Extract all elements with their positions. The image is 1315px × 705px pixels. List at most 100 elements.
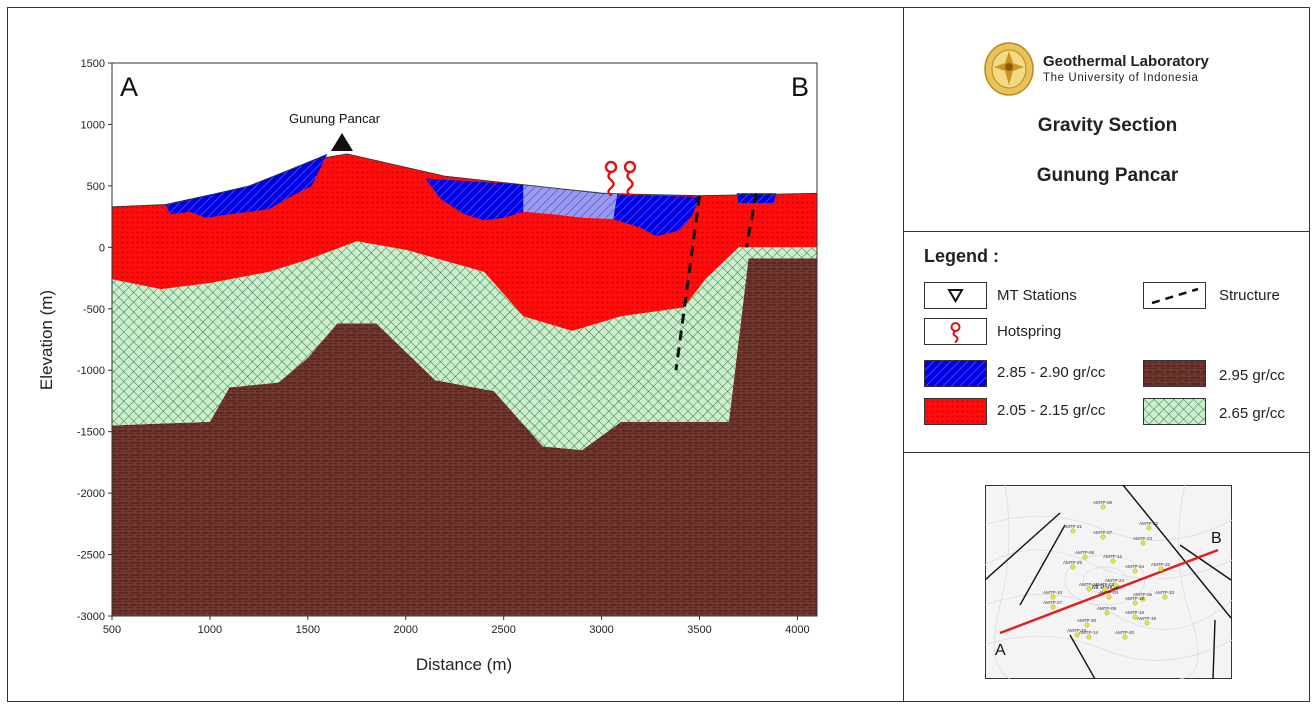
map-station-marker [1146,525,1152,531]
legend-label-mt-stations: MT Stations [997,287,1077,304]
lab-name: Geothermal Laboratory [1043,53,1209,70]
map-station-label: AMTP-34 [1125,564,1145,569]
map-station-label: AMTP-25 [1063,560,1083,565]
density-layer-3 [164,153,328,218]
x-tick-label: 500 [103,624,121,636]
map-station-marker [1050,594,1056,600]
topography-line [111,153,818,208]
map-station-marker [1132,614,1138,620]
map-station-label: AMTP-07 [1093,530,1113,535]
density-layer-1 [112,241,817,451]
x-tick-label: 2000 [394,624,418,636]
university-name: The University of Indonesia [1043,72,1199,84]
panel-divider [903,7,904,702]
map-station-marker [1100,534,1106,540]
map-station-label: AMTP-10 [1043,590,1063,595]
map-station-label: AMTP-23 [1133,536,1153,541]
density-layer-4 [425,178,524,221]
map-station-marker [1110,558,1116,564]
location-map: A B Mt Pancar AMTP-08AMTP-21AMTP-07AMTP-… [985,485,1232,679]
y-tick-label: -2500 [77,550,105,562]
x-tick-label: 3500 [687,624,711,636]
map-station-marker [1074,632,1080,638]
legend-swatch-basement [1143,360,1206,387]
section-end-a: A [120,72,138,102]
map-station-label: AMTP-32 [1151,562,1171,567]
legend-swatch-middle [1143,398,1206,425]
map-station-marker [1162,594,1168,600]
map-station-marker [1132,600,1138,606]
map-station-marker [1070,528,1076,534]
map-station-marker [1122,634,1128,640]
x-tick-label: 1500 [296,624,320,636]
y-tick-label: -1500 [77,427,105,439]
legend-swatch-high-density [924,360,987,387]
figure-frame [7,7,1310,702]
map-station-label: AMTP-29 [1067,628,1087,633]
legend-label-middle: 2.65 gr/cc [1219,405,1285,422]
y-tick-label: 1000 [81,119,105,131]
map-station-label: AMTP-06 [1075,550,1095,555]
section-subtitle: Gunung Pancar [1036,165,1179,186]
x-tick-label: 2500 [491,624,515,636]
structure-line-0 [674,195,701,371]
y-tick-label: -3000 [77,611,105,623]
structure-line-1 [745,192,758,248]
map-station-marker [1104,610,1110,616]
x-tick-label: 1000 [198,624,222,636]
panel-divider [903,452,1310,453]
y-tick-label: 0 [99,242,105,254]
map-station-label: AMTP-22 [1139,521,1159,526]
map-station-label: AMTP-12 [1103,554,1123,559]
density-layer-0 [112,258,817,616]
legend-label-structure: Structure [1219,287,1280,304]
x-tick-label: 3000 [589,624,613,636]
legend-swatch-mt-station [924,282,987,309]
map-station-marker [1140,596,1146,602]
map-station-marker [1106,594,1112,600]
map-station-marker [1132,568,1138,574]
map-station-label: AMTP-15 [1125,610,1145,615]
legend-label-high-density: 2.85 - 2.90 gr/cc [997,364,1106,381]
y-axis-label: Elevation (m) [37,290,56,390]
y-tick-label: 500 [87,181,105,193]
fault-lines [985,485,1232,679]
legend-swatch-low-density [924,398,987,425]
panel-divider [903,231,1310,232]
map-end-a: A [995,642,1006,659]
map-station-marker [1084,622,1090,628]
map-station-label: AMTP-03 [1095,582,1115,587]
peak-label: Gunung Pancar [289,111,381,126]
map-station-label: AMTP-19 [1137,616,1157,621]
legend-swatch-hotspring [924,318,987,345]
map-station-label: AMTP-11 [1079,582,1098,587]
density-layer-5 [611,194,700,237]
y-tick-label: 1500 [81,58,105,70]
map-station-marker [1158,566,1164,572]
x-axis-label: Distance (m) [416,655,512,674]
y-tick-label: -1000 [77,365,105,377]
hotspring-icon [604,160,637,197]
map-station-label: AMTP-24 [1105,578,1125,583]
map-station-marker [1102,586,1108,592]
map-station-label: AMTP-27 [1043,600,1063,605]
map-station-marker [1082,554,1088,560]
university-seal-logo [982,37,1037,97]
map-station-label: AMTP-33 [1155,590,1175,595]
x-tick-label: 4000 [785,624,809,636]
map-station-marker [1140,540,1146,546]
map-station-marker [1050,604,1056,610]
legend-label-basement: 2.95 gr/cc [1219,367,1285,384]
map-station-label: AMTP-20 [1115,630,1135,635]
map-station-label: AMTP-14 [1079,630,1099,635]
legend-label-hotspring: Hotspring [997,323,1062,340]
map-station-marker [1070,564,1076,570]
map-station-label: AMTP-21 [1063,524,1083,529]
map-station-marker [1100,504,1106,510]
section-end-b: B [791,72,809,102]
section-title: Gravity Section [1037,115,1178,136]
map-station-label: AMTP-18 [1125,596,1145,601]
map-station-marker [1144,620,1150,626]
map-station-label: AMTP-05 [1133,592,1153,597]
density-layer-7 [523,184,618,220]
